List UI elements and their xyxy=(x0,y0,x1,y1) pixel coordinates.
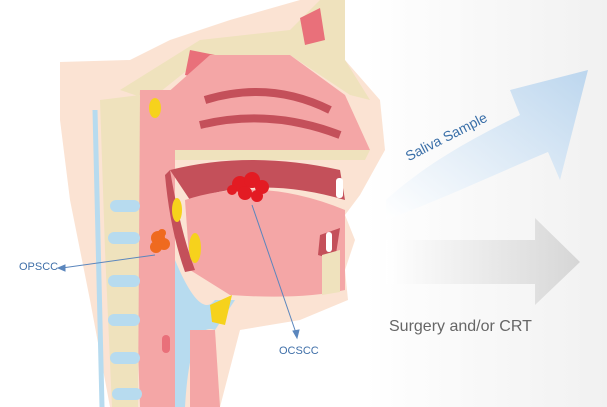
opscc-tumor xyxy=(150,229,170,253)
trachea xyxy=(190,330,220,407)
tonsil xyxy=(189,233,201,263)
tooth xyxy=(326,232,332,252)
turbinate xyxy=(199,114,342,139)
mandible xyxy=(322,250,340,295)
ocscc-label: OCSCC xyxy=(279,345,319,357)
adenoid xyxy=(172,198,182,222)
adenoid xyxy=(149,98,161,118)
opscc-label: OPSCC xyxy=(19,261,59,273)
tooth xyxy=(336,178,343,198)
turbinate xyxy=(203,88,332,114)
hyoid xyxy=(210,295,232,325)
pointer-lines xyxy=(56,204,300,340)
ocscc-tumor xyxy=(227,172,269,202)
vocal-cord xyxy=(162,335,170,353)
vertebral-discs xyxy=(108,200,142,400)
nasal-floor xyxy=(160,150,370,160)
spine xyxy=(100,95,140,407)
surgery-arrow xyxy=(386,218,580,305)
sinus xyxy=(300,8,325,45)
soft-palate xyxy=(165,170,195,272)
surgery-crt-label: Surgery and/or CRT xyxy=(389,318,532,335)
epiglottis xyxy=(175,260,235,407)
saliva-sample-arrow xyxy=(386,70,588,220)
spinal-cord xyxy=(92,109,105,407)
